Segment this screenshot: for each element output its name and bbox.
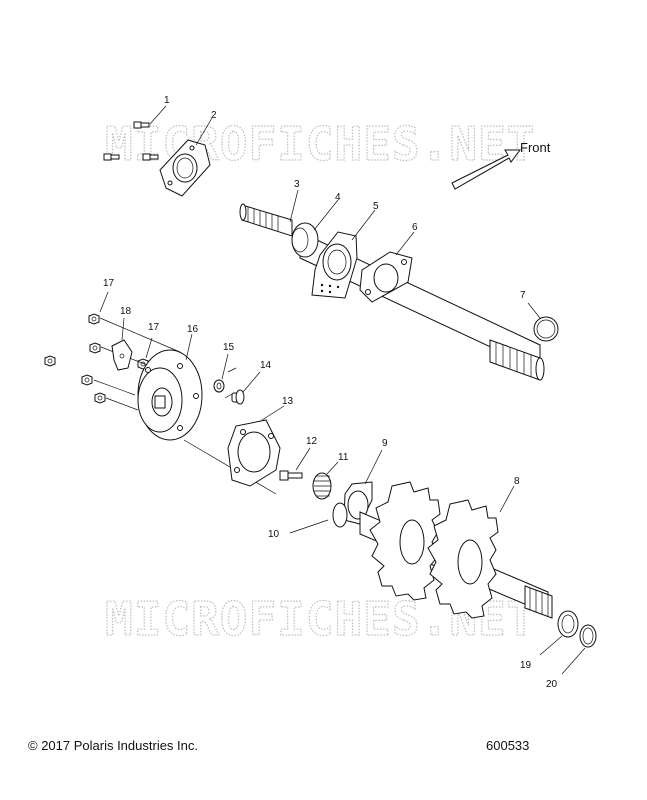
snap-ring-part-20 [561,624,597,675]
diagram-part-code: 600533 [486,738,530,753]
o-ring-part-7 [527,302,559,342]
callout-11: 11 [338,452,349,463]
splined-end-part-3 [489,339,545,381]
callout-15: 15 [223,342,235,353]
callout-8: 8 [514,476,520,487]
callout-4: 4 [335,192,341,203]
sleeve-part-10 [289,502,348,534]
callout-3: 3 [294,179,300,190]
cover-plate-part-13 [227,405,285,487]
copyright-text: © 2017 Polaris Industries Inc. [28,738,198,753]
callout-5: 5 [373,201,379,212]
bearing-part-4 [291,199,339,258]
callout-17-mid: 17 [148,322,160,333]
callout-9: 9 [382,438,388,449]
callout-7: 7 [520,290,526,301]
callout-1: 1 [164,95,170,106]
callout-16: 16 [187,324,199,335]
callout-10: 10 [268,529,280,540]
drive-sprocket-wheel-1 [369,481,441,601]
bolt-part-12 [279,447,311,481]
flange-plate-part-6 [359,231,415,303]
bearing-flange-part-5 [311,209,376,299]
front-label: Front [520,140,551,155]
callout-18: 18 [120,306,132,317]
plug-part-14 [231,371,261,405]
drive-shaft-sprocket-part-8 [359,481,553,619]
sprocket-part-11 [312,461,339,500]
callout-14: 14 [260,360,272,371]
bearing-housing-part-16 [137,333,277,495]
callout-20: 20 [546,679,558,690]
bracket-part-18 [111,317,133,371]
flange-plate-part-2 [159,117,213,197]
bearing-flange-part-9 [343,449,383,525]
callout-17-top: 17 [103,278,115,289]
screw-set-part-1 [103,105,167,161]
callout-2: 2 [211,110,217,121]
front-direction-arrow: Front [451,140,551,190]
washer-part-15 [213,353,237,399]
bearing-part-19 [539,610,579,656]
callout-12: 12 [306,436,318,447]
drive-sprocket-wheel-2 [427,499,499,619]
callout-6: 6 [412,222,418,233]
callout-13: 13 [282,396,294,407]
callout-19: 19 [520,660,532,671]
